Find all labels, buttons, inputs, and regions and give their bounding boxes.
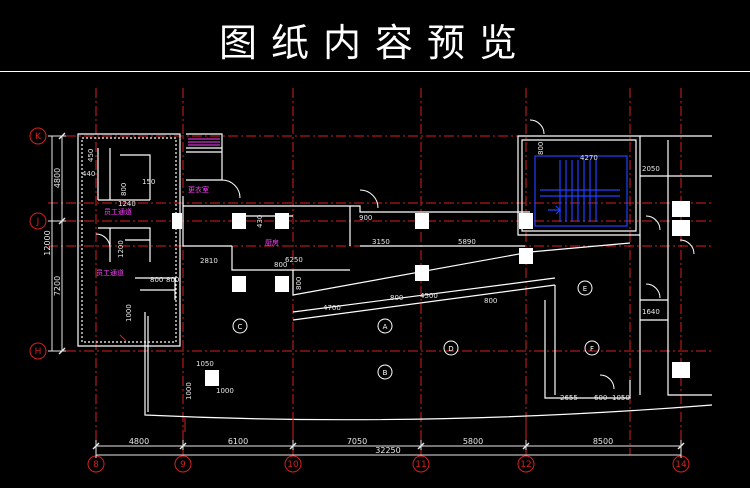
svg-text:4270: 4270 [580, 154, 598, 162]
room-labels: 更衣室 员工通道 员工通道 厨房 [96, 185, 279, 277]
dim-4800: 4800 [129, 437, 149, 446]
dim-left-upper: 4800 [53, 168, 62, 188]
dim-5800: 5800 [463, 437, 483, 446]
page-title: 图纸内容预览 [218, 21, 531, 65]
axis-label-14: 14 [675, 460, 687, 470]
marker-A [377, 318, 393, 334]
svg-text:F: F [590, 345, 594, 353]
marker-B [377, 364, 393, 380]
svg-text:A: A [383, 323, 388, 331]
axis-label-K: K [35, 132, 42, 142]
svg-text:1000: 1000 [216, 387, 234, 395]
svg-text:900: 900 [359, 214, 372, 222]
axis-label-H: H [35, 347, 42, 357]
svg-text:4700: 4700 [323, 304, 341, 312]
room-label-2: 员工通道 [104, 207, 132, 216]
section-marker-labels: A B C D E F [238, 285, 594, 377]
svg-text:800: 800 [150, 276, 163, 284]
marker-F [584, 340, 600, 356]
room-label-3: 员工通道 [96, 268, 124, 277]
svg-text:800: 800 [390, 294, 403, 302]
axis-bubble-9 [174, 455, 192, 473]
svg-text:800: 800 [166, 276, 179, 284]
svg-text:450: 450 [87, 149, 95, 162]
axis-bubbles [29, 127, 690, 473]
svg-text:1050: 1050 [612, 394, 630, 402]
axis-bubble-J [29, 212, 47, 230]
dim-total: 32250 [375, 446, 400, 455]
dimension-lines [48, 135, 682, 458]
svg-text:1050: 1050 [196, 360, 214, 368]
svg-text:B: B [383, 369, 388, 377]
axis-bubble-12 [517, 455, 535, 473]
axis-label-8: 8 [93, 460, 99, 470]
dim-left-outer: 12000 [43, 230, 52, 255]
axis-label-10: 10 [287, 460, 299, 470]
room-label-1: 更衣室 [188, 185, 209, 194]
marker-D [443, 340, 459, 356]
svg-text:600: 600 [594, 394, 607, 402]
svg-text:4500: 4500 [420, 292, 438, 300]
dim-8500: 8500 [593, 437, 613, 446]
bottom-dimension-text: 4800 6100 7050 5800 8500 32250 [129, 437, 613, 455]
svg-text:2655: 2655 [560, 394, 578, 402]
svg-text:1640: 1640 [642, 308, 660, 316]
svg-text:D: D [448, 345, 453, 353]
header-divider [0, 71, 750, 72]
axis-label-11: 11 [415, 460, 426, 470]
axis-label-J: J [36, 217, 40, 227]
section-markers [232, 280, 600, 380]
axis-label-9: 9 [180, 460, 186, 470]
axis-bubble-H [29, 342, 47, 360]
svg-text:2050: 2050 [642, 165, 660, 173]
svg-text:1000: 1000 [185, 382, 193, 400]
svg-text:C: C [238, 323, 243, 331]
building-walls [77, 133, 713, 421]
marker-E [577, 280, 593, 296]
dim-left-lower: 7200 [53, 276, 62, 296]
svg-text:800: 800 [274, 261, 287, 269]
svg-text:150: 150 [142, 178, 155, 186]
dim-7050: 7050 [347, 437, 367, 446]
svg-text:6250: 6250 [285, 256, 303, 264]
svg-text:440: 440 [82, 170, 95, 178]
svg-text:800: 800 [537, 142, 545, 155]
header: 图纸内容预览 [0, 0, 750, 72]
cabinet-lines [188, 138, 220, 146]
svg-text:800: 800 [295, 277, 303, 290]
axis-bubble-K [29, 127, 47, 145]
svg-text:1200: 1200 [117, 240, 125, 258]
dimension-ticks [58, 132, 685, 450]
dim-6100: 6100 [228, 437, 248, 446]
svg-text:3150: 3150 [372, 238, 390, 246]
marker-C [232, 318, 248, 334]
svg-text:5890: 5890 [458, 238, 476, 246]
svg-text:1240: 1240 [118, 200, 136, 208]
svg-text:430: 430 [256, 215, 264, 228]
axis-bubble-11 [412, 455, 430, 473]
svg-text:800: 800 [484, 297, 497, 305]
door-swings [95, 119, 695, 390]
stair [534, 155, 628, 227]
axis-label-12: 12 [520, 460, 531, 470]
floor-plan-drawing: K J H 8 9 10 11 12 14 [29, 88, 713, 473]
structural-columns [172, 201, 690, 386]
svg-text:1000: 1000 [125, 304, 133, 322]
left-dimension-text: 12000 4800 7200 [43, 168, 62, 296]
room-label-4: 厨房 [265, 238, 279, 247]
axis-bubble-10 [284, 455, 302, 473]
axis-bubble-labels: K J H 8 9 10 11 12 14 [35, 132, 687, 470]
interior-dimension-text: 450 440 1240 150 800 1200 800 800 4270 8… [82, 142, 660, 402]
red-marks [119, 334, 527, 432]
svg-text:E: E [583, 285, 587, 293]
svg-text:2810: 2810 [200, 257, 218, 265]
svg-text:800: 800 [120, 183, 128, 196]
